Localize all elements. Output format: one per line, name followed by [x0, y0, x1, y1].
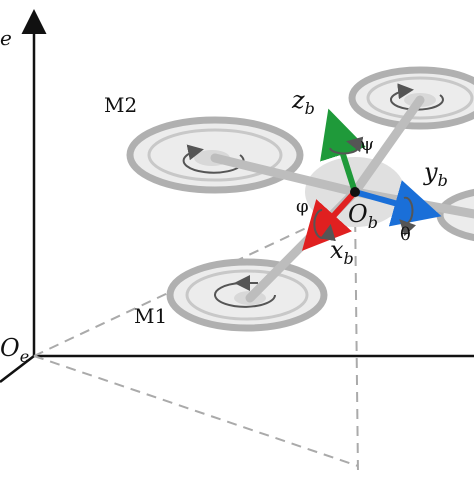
z-body-axis [320, 108, 366, 193]
arm-m2 [210, 153, 360, 197]
yaw-label: ψ [360, 134, 374, 155]
rotor-m1-label: M1 [134, 304, 167, 328]
body-origin-dot [350, 187, 360, 197]
y-body-label: yb [423, 158, 448, 190]
y-body-axis [354, 180, 442, 227]
projection-dashed-line [354, 204, 359, 475]
arm-m3 [350, 95, 425, 197]
rotor-m2-label: M2 [104, 93, 137, 117]
pitch-rotation-arrow [399, 196, 417, 237]
earth-y-axis [0, 355, 35, 383]
x-body-label: xb [330, 236, 354, 268]
rotor-m3 [348, 66, 474, 130]
origin-earth-label: Oe [0, 334, 29, 366]
projection-dashed-line [33, 355, 359, 467]
yaw-rotation-arrow [329, 136, 364, 155]
axis-earth-z-label: e [0, 26, 12, 50]
z-body-label: zb [291, 86, 315, 118]
roll-rotation-arrow [313, 209, 336, 242]
body-origin-label: Ob [348, 200, 378, 232]
pitch-label: θ [400, 224, 411, 245]
roll-label: φ [296, 196, 309, 217]
